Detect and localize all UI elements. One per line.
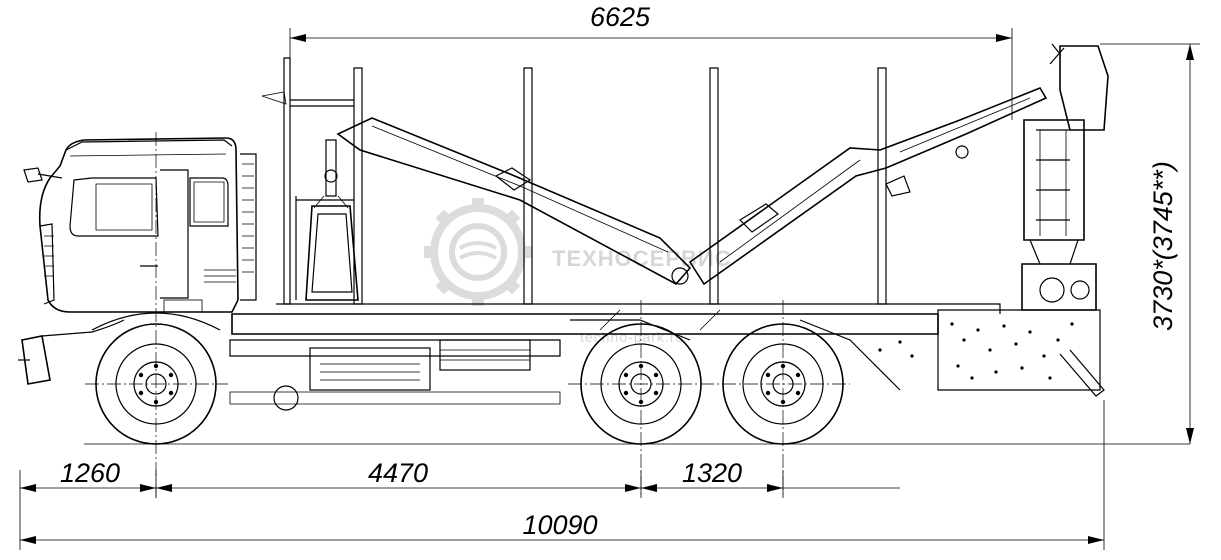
dim-front-overhang: 1260: [60, 458, 120, 488]
log-grapple: [305, 139, 359, 301]
truck-chassis: [229, 303, 1105, 411]
dimension-lines: [19, 28, 1200, 550]
truck-cab: [18, 137, 257, 385]
watermark-subtext: techno-park.ru: [580, 329, 684, 345]
watermark-text: ТЕХНОСЕРВИС: [552, 246, 732, 271]
crane-boom: [336, 43, 1109, 311]
watermark: ТЕХНОСЕРВИС techno-park.ru: [424, 198, 732, 345]
dim-rear-axle-spacing: 1320: [682, 458, 742, 488]
wheel-bolts: [138, 363, 801, 405]
dim-overall-length: 10090: [522, 510, 597, 540]
log-stakes: [261, 57, 887, 305]
gear-logo-icon: [424, 198, 532, 306]
axle-center-lines: [85, 132, 850, 498]
frame-holes: [878, 322, 1074, 380]
dim-body-length: 6625: [590, 2, 651, 32]
dim-height: 3730*(3745**): [1148, 161, 1178, 331]
dim-wheelbase: 4470: [368, 458, 428, 488]
